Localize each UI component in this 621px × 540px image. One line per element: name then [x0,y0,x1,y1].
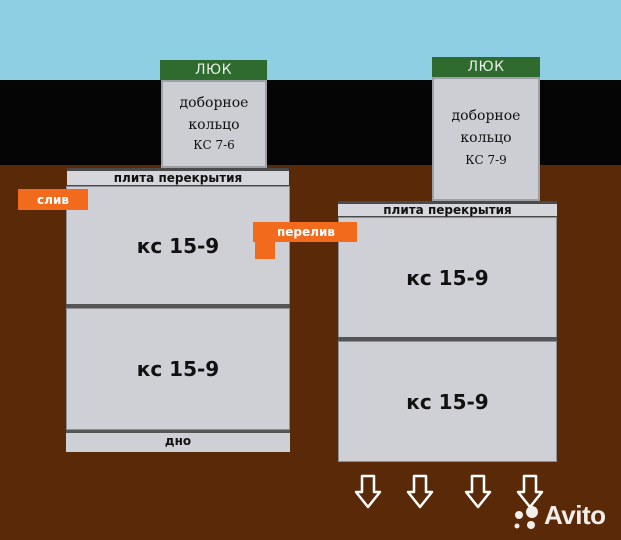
left-cover-slab: плита перекрытия [67,168,289,188]
left-extension-ring-line1: доборное [179,95,249,111]
down-arrow-icon [406,474,434,510]
left-ring-top: кс 15-9 [66,186,290,306]
down-arrow-icon [354,474,382,510]
overflow-pipe [255,222,275,259]
right-ring-bottom: кс 15-9 [338,341,557,462]
left-extension-ring-line2: кольцо [188,117,240,133]
left-ring-bottom: кс 15-9 [66,308,290,430]
right-ring-top: кс 15-9 [338,217,557,339]
left-bottom-slab: дно [66,430,290,452]
right-extension-ring-line2: кольцо [460,130,512,146]
avito-logo-icon [514,506,538,529]
avito-watermark: Avito [512,500,616,532]
drain-tag: слив [18,189,88,210]
right-extension-ring-code: КС 7-9 [465,153,507,167]
left-extension-ring: доборное кольцо КС 7-6 [161,80,267,168]
left-ring-separator [66,304,290,308]
left-hatch-label: ЛЮК [160,60,267,80]
down-arrow-icon [464,474,492,510]
avito-watermark-text: Avito [544,500,606,530]
down-arrow-icon [516,474,544,510]
right-extension-ring: доборное кольцо КС 7-9 [432,77,540,201]
right-ring-separator [338,337,557,341]
right-hatch-label: ЛЮК [432,57,540,77]
right-extension-ring-line1: доборное [451,108,521,124]
overflow-tag: перелив [253,222,357,242]
left-extension-ring-code: КС 7-6 [193,138,235,152]
